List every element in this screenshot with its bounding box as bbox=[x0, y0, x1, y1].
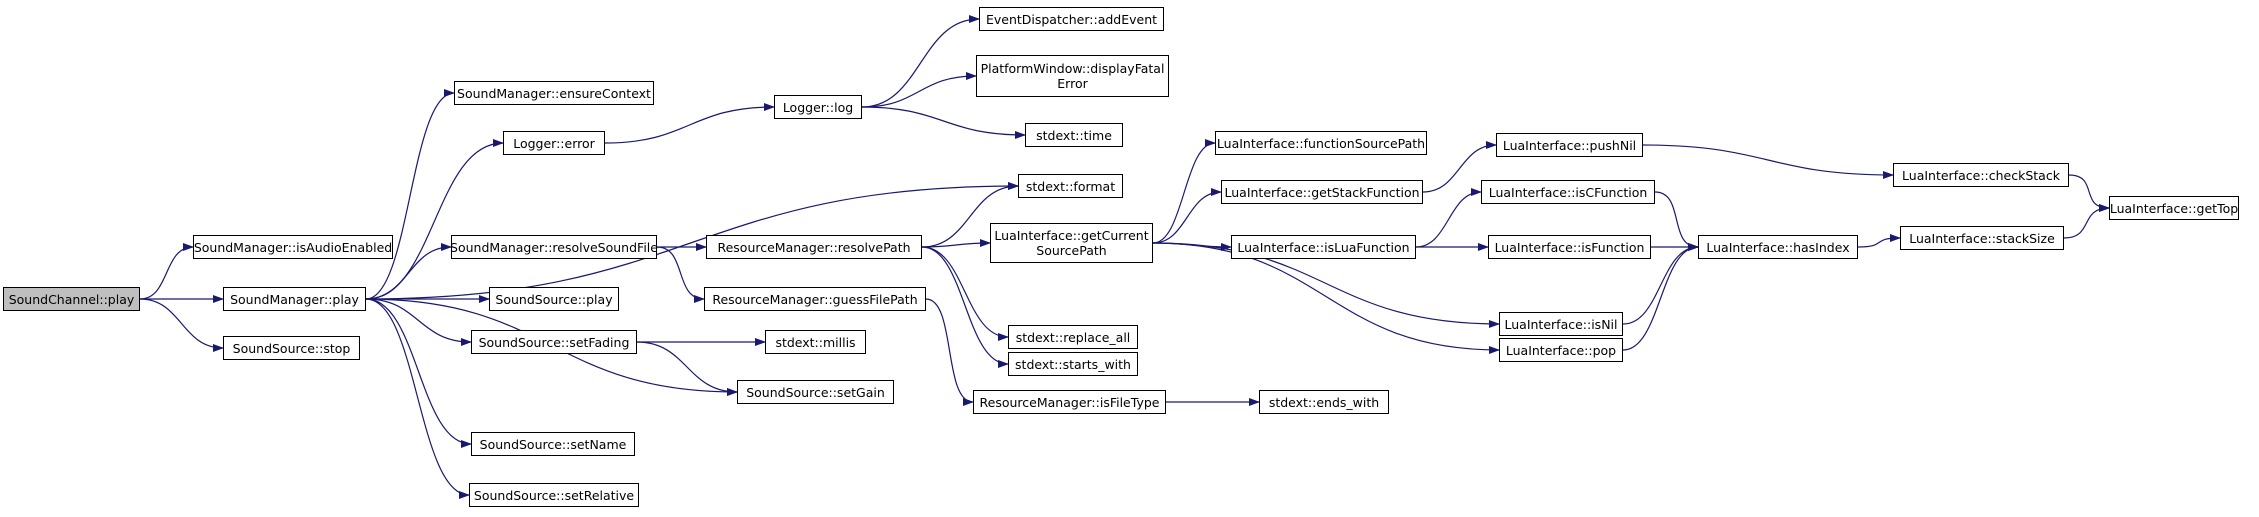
graph-node-luainterface-stacksize[interactable]: LuaInterface::stackSize bbox=[1900, 226, 2064, 250]
graph-node-soundsource-setname[interactable]: SoundSource::setName bbox=[471, 432, 635, 456]
graph-node-luainterface-gettop[interactable]: LuaInterface::getTop bbox=[2109, 196, 2239, 220]
edge-n15-n21 bbox=[921, 239, 991, 248]
edge-n15-n22 bbox=[921, 246, 1009, 341]
graph-node-soundsource-setrelative[interactable]: SoundSource::setRelative bbox=[469, 483, 639, 507]
edge-n34-n36 bbox=[1857, 234, 1901, 248]
edge-n27-n32 bbox=[1415, 188, 1482, 248]
edge-n29-n34 bbox=[1622, 243, 1699, 351]
graph-node-luainterface-iscfunction[interactable]: LuaInterface::isCFunction bbox=[1481, 180, 1655, 204]
edge-n32-n34 bbox=[1654, 191, 1699, 251]
graph-node-luainterface-functionsourcepath[interactable]: LuaInterface::functionSourcePath bbox=[1215, 131, 1427, 155]
graph-node-luainterface-isnil[interactable]: LuaInterface::isNil bbox=[1499, 312, 1623, 336]
edge-n1-n4 bbox=[139, 298, 224, 352]
graph-node-soundmanager-resolvesoundfile[interactable]: SoundManager::resolveSoundFile bbox=[450, 235, 658, 259]
graph-node-logger-error[interactable]: Logger::error bbox=[503, 131, 605, 155]
graph-node-luainterface-checkstack[interactable]: LuaInterface::checkStack bbox=[1893, 163, 2069, 187]
graph-node-stdext-millis[interactable]: stdext::millis bbox=[765, 330, 866, 354]
graph-node-luainterface-pushnil[interactable]: LuaInterface::pushNil bbox=[1496, 133, 1643, 157]
edge-n3-n12 bbox=[365, 298, 470, 499]
graph-node-luainterface-hasindex[interactable]: LuaInterface::hasIndex bbox=[1698, 235, 1858, 259]
edge-n3-n11 bbox=[365, 298, 472, 448]
edge-n6-n13 bbox=[604, 103, 775, 144]
edge-n15-n23 bbox=[921, 246, 1009, 368]
graph-node-stdext-format[interactable]: stdext::format bbox=[1018, 174, 1123, 198]
edge-n26-n31 bbox=[1422, 141, 1497, 193]
edge-n13-n19 bbox=[861, 72, 977, 108]
graph-node-resourcemanager-resolvepath[interactable]: ResourceManager::resolvePath bbox=[706, 235, 922, 259]
edge-n36-n37 bbox=[2063, 204, 2110, 239]
graph-node-luainterface-getstackfunction[interactable]: LuaInterface::getStackFunction bbox=[1221, 180, 1423, 204]
edge-n7-n16 bbox=[656, 246, 705, 303]
graph-node-luainterface-getcurrent-sourcepath[interactable]: LuaInterface::getCurrent SourcePath bbox=[990, 223, 1153, 263]
edge-n21-n26 bbox=[1152, 188, 1222, 244]
edge-n21-n25 bbox=[1152, 139, 1216, 244]
edge-n15-n14 bbox=[921, 182, 1019, 248]
graph-node-luainterface-isfunction[interactable]: LuaInterface::isFunction bbox=[1488, 235, 1651, 259]
edge-n3-n7 bbox=[365, 243, 452, 300]
edge-n3-n6 bbox=[365, 139, 504, 300]
edge-n3-n5 bbox=[365, 89, 455, 300]
graph-node-platformwindow-displayfatal-error[interactable]: PlatformWindow::displayFatal Error bbox=[976, 55, 1169, 97]
graph-node-soundmanager-isaudioenabled[interactable]: SoundManager::isAudioEnabled bbox=[193, 235, 393, 259]
graph-node-stdext-ends_with[interactable]: stdext::ends_with bbox=[1259, 390, 1389, 414]
edge-n21-n28 bbox=[1152, 242, 1500, 328]
edge-n3-n9 bbox=[365, 298, 472, 346]
edge-n31-n35 bbox=[1642, 144, 1894, 179]
graph-node-soundsource-stop[interactable]: SoundSource::stop bbox=[223, 336, 360, 360]
edge-n16-n24 bbox=[925, 298, 974, 406]
graph-node-luainterface-pop[interactable]: LuaInterface::pop bbox=[1499, 338, 1623, 362]
graph-node-stdext-time[interactable]: stdext::time bbox=[1025, 123, 1123, 147]
graph-node-stdext-starts_with[interactable]: stdext::starts_with bbox=[1008, 352, 1138, 376]
graph-node-luainterface-isluafunction[interactable]: LuaInterface::isLuaFunction bbox=[1231, 235, 1416, 259]
graph-node-soundsource-play[interactable]: SoundSource::play bbox=[489, 287, 619, 311]
edge-n13-n20 bbox=[861, 106, 1026, 139]
edge-n1-n2 bbox=[139, 243, 194, 300]
edge-n13-n18 bbox=[861, 15, 980, 108]
graph-node-resourcemanager-isfiletype[interactable]: ResourceManager::isFileType bbox=[973, 390, 1166, 414]
edge-n21-n29 bbox=[1152, 242, 1500, 354]
graph-node-stdext-replace_all[interactable]: stdext::replace_all bbox=[1008, 325, 1138, 349]
graph-node-soundsource-setfading[interactable]: SoundSource::setFading bbox=[471, 330, 637, 354]
graph-node-soundsource-setgain[interactable]: SoundSource::setGain bbox=[737, 380, 894, 404]
graph-node-resourcemanager-guessfilepath[interactable]: ResourceManager::guessFilePath bbox=[704, 287, 926, 311]
edge-n3-n14 bbox=[365, 182, 1019, 300]
graph-node-soundchannel-play: SoundChannel::play bbox=[3, 287, 140, 311]
graph-node-soundmanager-ensurecontext[interactable]: SoundManager::ensureContext bbox=[454, 81, 654, 105]
edge-n35-n37 bbox=[2068, 174, 2110, 212]
graph-node-logger-log[interactable]: Logger::log bbox=[774, 95, 862, 119]
edge-n9-n10 bbox=[636, 341, 738, 396]
graph-node-soundmanager-play[interactable]: SoundManager::play bbox=[223, 287, 366, 311]
graph-node-eventdispatcher-addevent[interactable]: EventDispatcher::addEvent bbox=[979, 7, 1164, 31]
